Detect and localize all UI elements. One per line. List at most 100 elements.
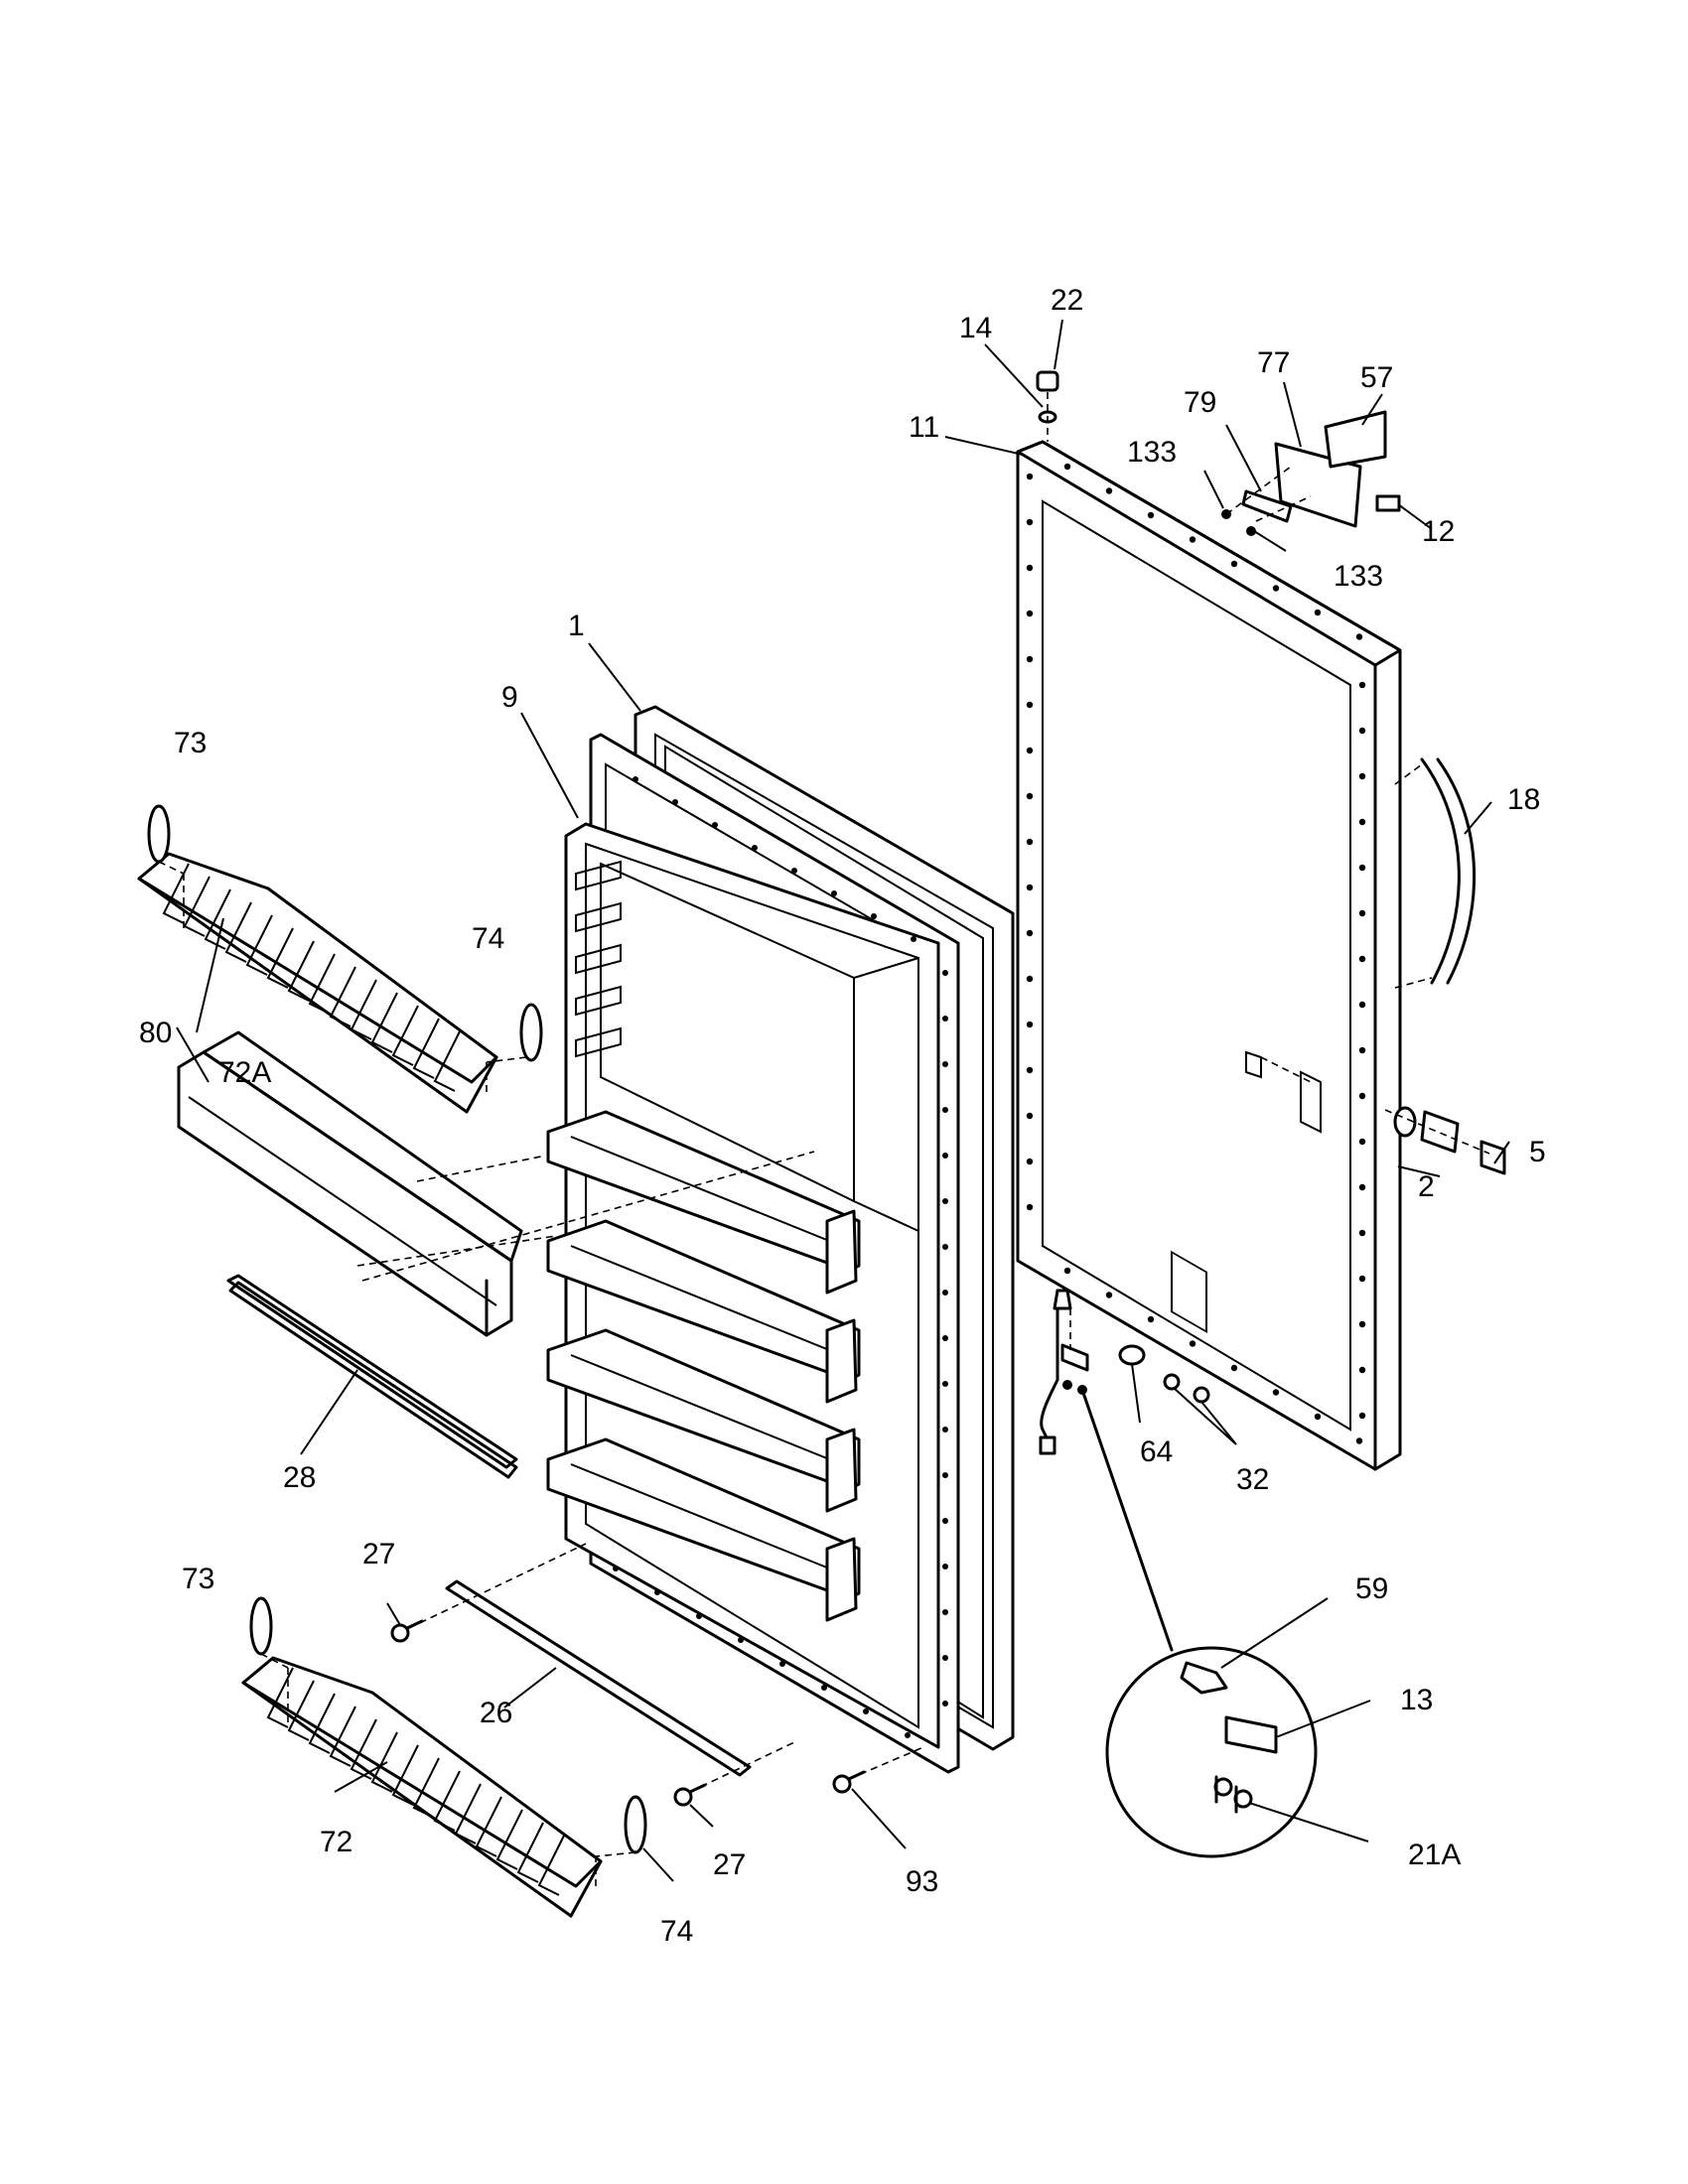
panel-hole — [1358, 955, 1366, 963]
callout-59: 59 — [1355, 1572, 1388, 1605]
panel-hole — [1272, 585, 1280, 592]
panel-hole — [1026, 655, 1034, 663]
liner-hole — [911, 936, 916, 942]
callout-9: 9 — [501, 681, 518, 714]
callout-80: 80 — [139, 1017, 172, 1049]
rack-rib — [287, 1680, 315, 1741]
callout-133-top: 133 — [1127, 436, 1177, 469]
liner-hole — [942, 970, 948, 976]
callout-64: 64 — [1140, 1435, 1173, 1468]
rack-rib — [433, 1770, 461, 1832]
panel-hole — [1358, 681, 1366, 689]
liner-tab — [575, 901, 622, 933]
panel-hole — [1358, 909, 1366, 917]
liner-hole — [738, 1637, 744, 1643]
door-shelf — [546, 1328, 861, 1491]
liner-hole — [863, 1708, 869, 1714]
liner-hole — [791, 868, 797, 874]
callout-27-left: 27 — [362, 1538, 395, 1570]
liner-hole — [821, 1685, 827, 1691]
panel-hole — [1105, 487, 1113, 494]
liner-hole — [942, 1472, 948, 1478]
door-shelf-edge — [570, 1463, 855, 1579]
panel-hole — [1272, 1389, 1280, 1396]
liner-hole — [942, 1290, 948, 1296]
liner-hole — [672, 799, 678, 805]
liner-hole — [942, 1381, 948, 1387]
panel-hole — [1189, 536, 1196, 543]
panel-hole — [1358, 818, 1366, 826]
liner-hole — [942, 1244, 948, 1250]
liner-hole — [613, 1566, 619, 1571]
callout-74-bottom: 74 — [660, 1915, 693, 1948]
liner-hole — [942, 1061, 948, 1067]
callout-labels: 1 9 11 22 14 133 79 77 57 12 133 18 5 2 … — [139, 284, 1546, 1948]
liner-tab — [575, 943, 622, 975]
panel-hole — [1358, 1001, 1366, 1009]
callout-73-bottom: 73 — [182, 1563, 214, 1595]
callout-12: 12 — [1422, 515, 1455, 548]
panel-hole — [1230, 1364, 1238, 1372]
small-parts — [147, 370, 1506, 1854]
rack-rib — [516, 1822, 544, 1883]
callout-74-top: 74 — [472, 922, 504, 955]
assembly-guide-lines — [158, 392, 1490, 1886]
liner-tab — [575, 860, 622, 891]
panel-hole — [1358, 1412, 1366, 1420]
panel-hole — [1026, 1112, 1034, 1120]
callout-1: 1 — [568, 610, 585, 642]
liner-hole — [942, 1427, 948, 1433]
callout-72a: 72A — [218, 1056, 271, 1089]
panel-hole — [1358, 1275, 1366, 1283]
panel-hole — [1026, 1158, 1034, 1165]
liner-hole — [712, 822, 718, 828]
callout-26: 26 — [480, 1697, 512, 1729]
callout-32: 32 — [1236, 1463, 1269, 1496]
liner-hole — [831, 890, 837, 896]
callout-57: 57 — [1360, 361, 1393, 394]
panel-hole — [1147, 1315, 1155, 1323]
panel-hole — [1358, 1046, 1366, 1054]
liner-hole — [942, 1016, 948, 1022]
panel-hole — [1026, 1203, 1034, 1211]
door-shelf-end — [825, 1318, 858, 1404]
rack-rib — [245, 914, 273, 976]
bin-trim-strip — [226, 1274, 518, 1479]
panel-hole — [1230, 560, 1238, 568]
liner-hole — [942, 1655, 948, 1661]
door-shelf-edge — [570, 1245, 855, 1361]
panel-hole — [1314, 1413, 1322, 1421]
panel-hole — [1026, 518, 1034, 526]
rack-rib — [308, 953, 336, 1015]
panel-hole — [1358, 772, 1366, 780]
panel-hole — [1063, 1267, 1071, 1275]
panel-hole — [1358, 1320, 1366, 1328]
liner-hole — [779, 1661, 785, 1667]
door-shelf — [546, 1219, 861, 1382]
panel-hole — [1358, 1138, 1366, 1146]
rack-rib — [454, 1783, 482, 1844]
liner-tab — [575, 985, 622, 1017]
panel-hole — [1026, 564, 1034, 572]
rack-rib — [329, 1706, 356, 1767]
callout-5: 5 — [1529, 1136, 1546, 1168]
liner-hole — [942, 1701, 948, 1706]
rack-rib — [412, 1018, 440, 1079]
callout-77: 77 — [1257, 346, 1290, 379]
door-bin — [177, 1030, 523, 1337]
liner-door-shelves — [546, 1110, 861, 1622]
panel-hole — [1026, 929, 1034, 937]
liner-hole — [942, 1609, 948, 1615]
liner-hole — [942, 1107, 948, 1113]
rack-rib — [266, 927, 294, 989]
liner-tab — [575, 1026, 622, 1058]
detail-magnifier — [1080, 1388, 1318, 1858]
callout-93: 93 — [906, 1865, 938, 1898]
panel-hole — [1189, 1340, 1196, 1347]
rack-rib — [308, 1693, 336, 1754]
door-rack-lower — [241, 1656, 603, 1918]
door-shelf-end — [825, 1537, 858, 1622]
callout-22: 22 — [1051, 284, 1083, 317]
panel-hole — [1026, 701, 1034, 709]
rack-rib — [370, 992, 398, 1053]
